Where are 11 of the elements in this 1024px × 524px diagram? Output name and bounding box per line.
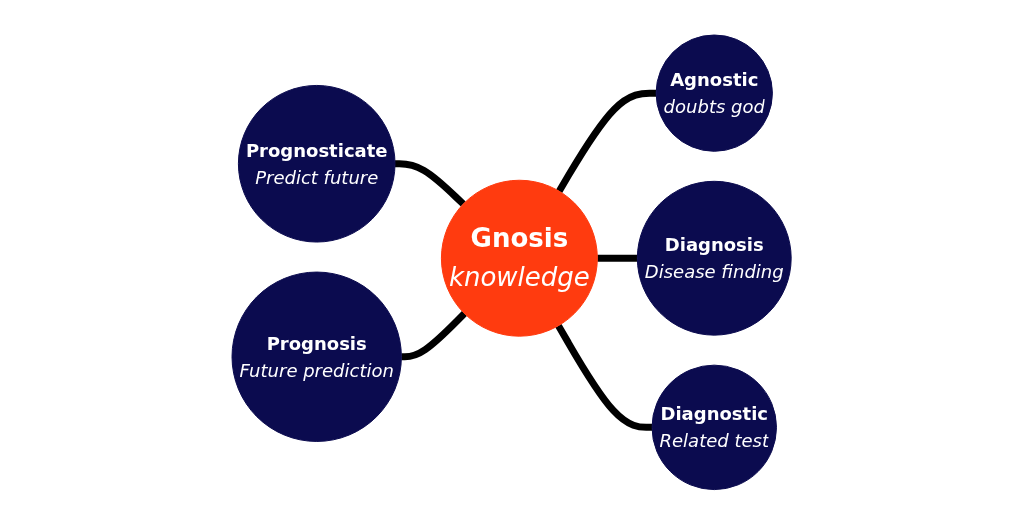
node-circle: Diagnosis Disease finding [637,180,793,336]
connector [555,323,653,431]
connector [401,310,468,360]
node-circle: Gnosis knowledge [441,179,599,337]
connector [395,159,467,207]
node-circle: Agnostic doubts god [656,34,774,152]
connector [597,254,638,262]
connector [556,89,657,193]
node-circle: Prognosticate Predict future [238,84,396,243]
node-circle: Prognosis Future prediction [231,271,403,442]
node-circle: Diagnostic Related test [651,364,778,490]
